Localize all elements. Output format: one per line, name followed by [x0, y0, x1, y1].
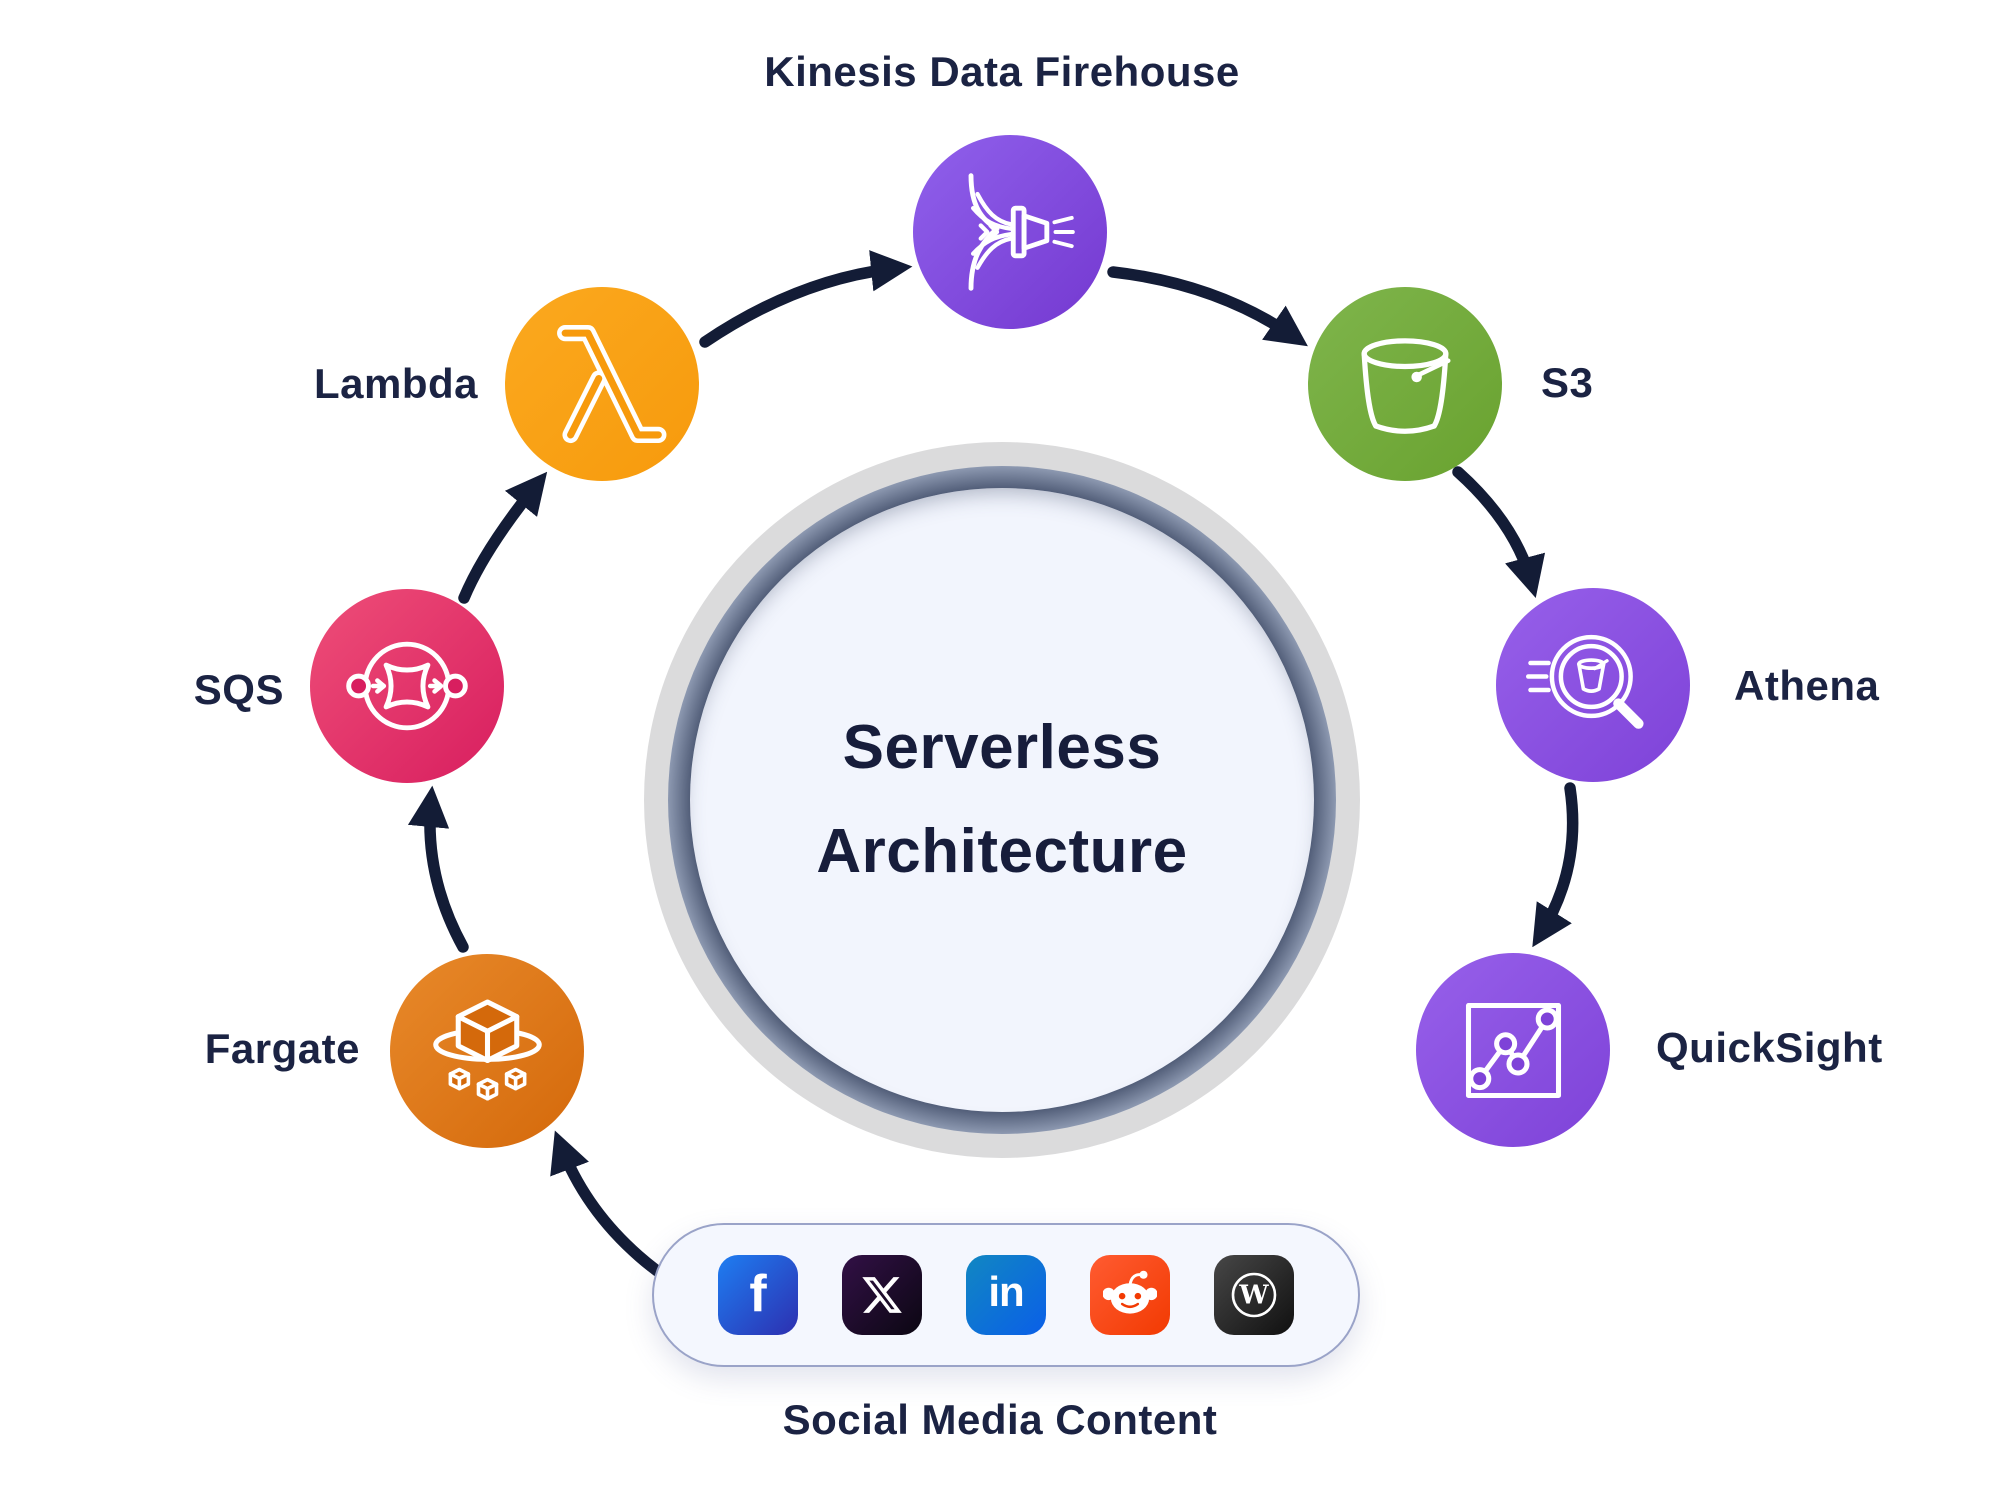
- athena-node: [1496, 588, 1690, 782]
- arrow-sqs-to-lambda: [458, 471, 548, 604]
- kinesis-label: Kinesis Data Firehouse: [764, 48, 1240, 95]
- sqs-node: [310, 589, 504, 783]
- fargate-label: Fargate: [204, 1025, 360, 1072]
- diagram-title-line2: Architecture: [816, 817, 1188, 886]
- fargate-cube-icon: [432, 998, 542, 1101]
- s3-node: [1308, 287, 1502, 481]
- arrow-lambda-to-kinesis: [699, 250, 913, 348]
- lambda-node: [505, 287, 699, 481]
- fargate-node: [390, 954, 584, 1148]
- wordpress-glyph: W: [1231, 1272, 1277, 1318]
- reddit-glyph: [1103, 1270, 1157, 1314]
- s3-bucket-icon: [1361, 338, 1451, 434]
- arrow-athena-to-quicksight: [1532, 782, 1579, 948]
- athena-label: Athena: [1734, 662, 1880, 709]
- quicksight-node: [1416, 953, 1610, 1147]
- social-media-pill: f in W: [652, 1223, 1360, 1367]
- quicksight-chart-icon: [1465, 1002, 1561, 1098]
- svg-text:W: W: [1238, 1281, 1269, 1311]
- arrow-fargate-to-sqs: [407, 785, 469, 953]
- arrow-s3-to-athena: [1452, 466, 1546, 598]
- athena-search-icon: [1525, 634, 1644, 729]
- kinesis-node: [913, 135, 1107, 329]
- sqs-queue-icon: [346, 641, 468, 731]
- social-media-label: Social Media Content: [782, 1396, 1218, 1443]
- reddit-icon[interactable]: [1090, 1255, 1170, 1335]
- center-circle: Serverless Architecture: [644, 442, 1360, 1158]
- facebook-icon[interactable]: f: [718, 1255, 798, 1335]
- diagram-title-line1: Serverless: [842, 713, 1162, 782]
- sqs-label: SQS: [193, 666, 284, 713]
- lambda-icon: [557, 324, 667, 444]
- x-glyph: [862, 1277, 902, 1313]
- center-circle-ring: Serverless Architecture: [668, 466, 1336, 1134]
- x-twitter-icon[interactable]: [842, 1255, 922, 1335]
- wordpress-icon[interactable]: W: [1214, 1255, 1294, 1335]
- arrow-kinesis-to-s3: [1107, 266, 1308, 347]
- firehose-icon: [968, 173, 1075, 291]
- lambda-label: Lambda: [313, 360, 478, 407]
- center-circle-face: Serverless Architecture: [690, 488, 1314, 1112]
- s3-label: S3: [1541, 359, 1594, 406]
- quicksight-label: QuickSight: [1656, 1024, 1883, 1071]
- linkedin-icon[interactable]: in: [966, 1255, 1046, 1335]
- linkedin-glyph: in: [988, 1268, 1024, 1315]
- facebook-glyph: f: [749, 1265, 767, 1323]
